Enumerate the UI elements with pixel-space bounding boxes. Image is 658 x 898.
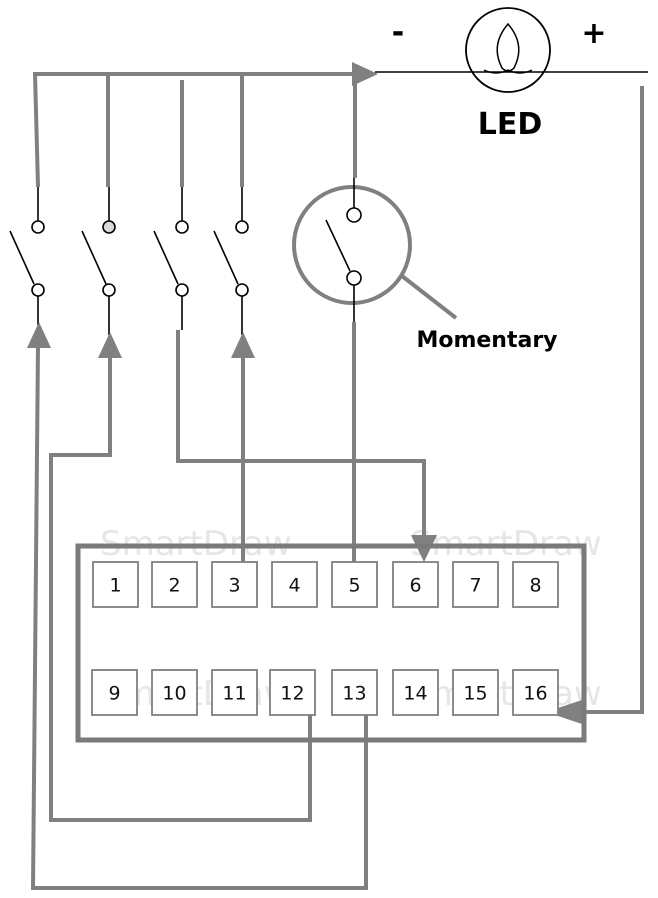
switch-lever-icon	[325, 219, 351, 272]
led: - + LED	[375, 7, 648, 142]
led-plus-label: +	[581, 16, 606, 51]
arrow-up-icon	[98, 332, 122, 358]
connector-pin-13[interactable]: 13	[331, 669, 378, 716]
switch-lever-icon	[9, 230, 35, 285]
switch-terminal-icon	[102, 220, 116, 234]
arrow-up-icon	[27, 322, 51, 348]
switch-terminal-icon	[346, 207, 362, 223]
switch-terminal-icon	[346, 270, 362, 286]
return-wires	[27, 86, 644, 890]
arrow-up-icon	[231, 332, 255, 358]
pin-box	[392, 561, 439, 608]
led-minus-label: -	[392, 15, 404, 50]
pin-box	[331, 669, 378, 716]
pin-box	[151, 561, 198, 608]
pin-number: 8	[529, 575, 541, 597]
pin-number: 7	[469, 575, 481, 597]
pin-number: 4	[288, 575, 300, 597]
switch-terminal-icon	[31, 283, 45, 297]
connector-housing	[75, 543, 587, 743]
pin-number: 6	[409, 575, 421, 597]
led-base-icon	[483, 69, 533, 74]
switch-terminal-icon	[235, 283, 249, 297]
pin-number: 16	[523, 683, 547, 705]
pin-box	[269, 669, 316, 716]
pin-number: 10	[162, 683, 186, 705]
pin-number: 1	[109, 575, 121, 597]
pin-box	[151, 669, 198, 716]
connector-pin-6[interactable]: 6	[392, 561, 439, 608]
pin-number: 12	[280, 683, 304, 705]
pin-number: 2	[168, 575, 180, 597]
connector-pin-5[interactable]: 5	[331, 561, 378, 608]
pin-box	[452, 561, 499, 608]
wire-pin13-sw1	[30, 344, 368, 890]
switch-terminal-icon	[102, 283, 116, 297]
connector-pin-2[interactable]: 2	[151, 561, 198, 608]
switch-3[interactable]	[153, 187, 189, 330]
switch-terminal-icon	[175, 220, 189, 234]
connector-pins-bottom: 9 10 11 12 13 14 15 16	[91, 669, 559, 716]
pin-number: 9	[108, 683, 120, 705]
pin-box	[91, 669, 138, 716]
connector-pin-14[interactable]: 14	[392, 669, 439, 716]
pin-number: 3	[228, 575, 240, 597]
switch-2[interactable]	[81, 187, 116, 335]
pin-number: 13	[342, 683, 366, 705]
led-circle-icon	[465, 7, 551, 93]
connector-pin-16[interactable]: 16	[512, 669, 559, 716]
switch-terminal-icon	[31, 220, 45, 234]
led-label: LED	[478, 107, 543, 142]
pin-number: 5	[348, 575, 360, 597]
switch-lever-icon	[153, 230, 179, 285]
wire-led-pin16	[585, 86, 644, 714]
connector-pin-3[interactable]: 3	[211, 561, 258, 608]
wire-pin12-sw2	[49, 355, 312, 822]
connector-pin-7[interactable]: 7	[452, 561, 499, 608]
arrow-left-icon	[546, 699, 585, 725]
connector-pin-15[interactable]: 15	[452, 669, 499, 716]
pin-box	[271, 561, 318, 608]
switch-terminal-icon	[175, 283, 189, 297]
callout-line	[400, 274, 458, 320]
pin-box	[512, 561, 559, 608]
connector-pins-top: 1 2 3 4 5 6 7 8	[92, 561, 559, 608]
wire-sw3-pin6	[176, 330, 426, 535]
pin-box	[92, 561, 139, 608]
connector-pin-1[interactable]: 1	[92, 561, 139, 608]
connector-pin-9[interactable]: 9	[91, 669, 138, 716]
pin-box	[331, 561, 378, 608]
connector-pin-10[interactable]: 10	[151, 669, 198, 716]
switch-terminal-icon	[235, 220, 249, 234]
pin-box	[452, 669, 499, 716]
pin-number: 15	[463, 683, 487, 705]
connector-pin-8[interactable]: 8	[512, 561, 559, 608]
momentary-highlight-circle	[292, 185, 412, 305]
pin-box	[392, 669, 439, 716]
connector-pin-4[interactable]: 4	[271, 561, 318, 608]
arrow-right-icon	[352, 62, 378, 86]
momentary-switch[interactable]: Momentary	[292, 178, 558, 353]
connector-pin-11[interactable]: 11	[211, 669, 258, 716]
pin-number: 11	[222, 683, 246, 705]
switch-lever-icon	[213, 230, 239, 285]
switch-1[interactable]	[9, 187, 45, 325]
connector-pin-12[interactable]: 12	[269, 669, 316, 716]
led-lens-icon	[496, 22, 520, 72]
pin-number: 14	[403, 683, 427, 705]
pin-box	[211, 669, 258, 716]
common-bus	[32, 62, 378, 188]
switch-4[interactable]	[213, 187, 249, 335]
pin-box	[211, 561, 258, 608]
momentary-label: Momentary	[416, 328, 557, 353]
bus-wire	[32, 72, 355, 188]
pin-box	[512, 669, 559, 716]
switch-lever-icon	[81, 230, 107, 285]
